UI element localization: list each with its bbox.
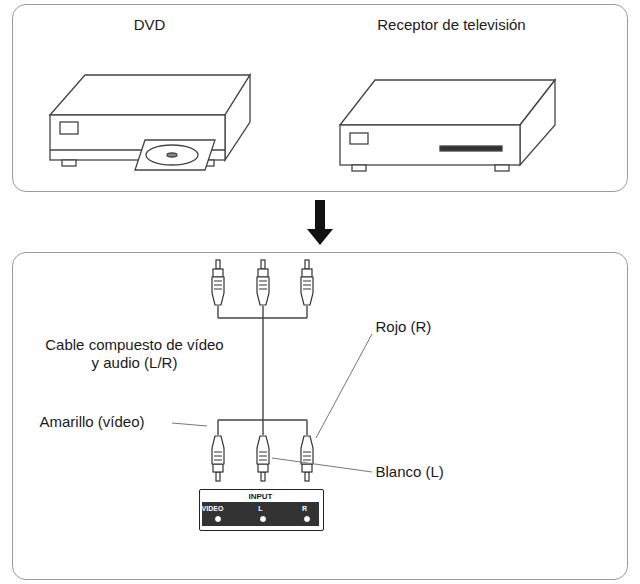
device-panel: DVD Receptor de televisión — [12, 4, 628, 192]
callout-label: Blanco (L) — [376, 463, 444, 481]
callout-label: Rojo (R) — [376, 318, 432, 336]
dvd-player — [50, 75, 250, 170]
cable-panel: Cable compuesto de vídeo y audio (L/R) Ro… — [12, 252, 628, 580]
rca-plugs — [212, 260, 313, 481]
flow-arrow — [307, 200, 333, 245]
input-jacks — [202, 502, 319, 526]
leader-lines — [172, 334, 372, 472]
jack-label: R — [302, 505, 307, 513]
jack-label: INPUT — [249, 492, 273, 501]
jack-label: L — [258, 505, 262, 513]
jack-label: VIDEO — [202, 505, 224, 513]
input-panel: INPUT VIDEO L R — [199, 489, 324, 531]
av-cable — [218, 306, 307, 435]
callout-label: Cable compuesto de vídeo y audio (L/R) — [40, 336, 230, 372]
callout-label: Amarillo (vídeo) — [40, 413, 145, 431]
device-label: Receptor de televisión — [377, 16, 525, 34]
tv-receiver — [340, 80, 555, 171]
device-label: DVD — [134, 16, 166, 34]
